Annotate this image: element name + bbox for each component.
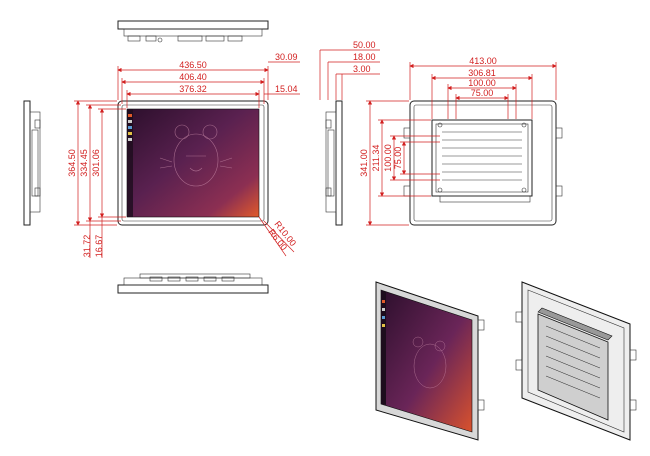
front-height-dimensions: 364.50 334.45 301.06 31.72 16.67 [67, 100, 126, 258]
rear-height-2: 211.34 [371, 145, 381, 172]
ubuntu-rat-logo-icon [159, 124, 233, 187]
bottom-view [117, 273, 269, 294]
front-width-middle: 406.40 [179, 72, 207, 82]
rear-width-3: 100.00 [468, 78, 496, 88]
side-depth-dimensions: 50.00 18.00 3.00 [319, 40, 380, 100]
front-width-dimensions: 436.50 406.40 376.32 30.09 15.04 [117, 52, 300, 108]
top-view [117, 20, 269, 43]
rear-width-1: 413.00 [469, 56, 497, 66]
front-width-outer: 436.50 [179, 60, 207, 70]
rear-height-4: 75.00 [393, 147, 403, 170]
rear-width-2: 306.81 [468, 68, 496, 78]
rear-height-1: 341.00 [359, 149, 369, 177]
front-bottom-offset-2: 16.67 [94, 235, 104, 258]
front-top-offset: 15.04 [275, 84, 298, 94]
front-height-outer: 364.50 [67, 149, 77, 177]
rear-width-dimensions: 413.00 306.81 100.00 75.00 [409, 56, 557, 119]
rear-height-3: 100.00 [383, 144, 393, 172]
side-depth-2: 18.00 [353, 52, 376, 62]
right-side-view [325, 100, 343, 226]
front-screen [126, 108, 260, 218]
rear-height-dimensions: 341.00 211.34 100.00 75.00 [359, 100, 440, 226]
left-side-view [23, 100, 41, 226]
front-right-offset: 30.09 [275, 52, 298, 62]
perspective-front-view [375, 281, 485, 441]
rear-width-4: 75.00 [471, 88, 494, 98]
front-height-inner: 301.06 [91, 149, 101, 177]
rear-view [403, 100, 563, 226]
corner-radius-callouts: R10.00 R6.00 [258, 216, 298, 257]
side-depth-3: 3.00 [353, 64, 371, 74]
front-bottom-offset-1: 31.72 [82, 235, 92, 258]
front-height-middle: 334.45 [79, 149, 89, 177]
front-width-inner: 376.32 [179, 84, 207, 94]
front-view [117, 100, 269, 226]
perspective-rear-view [515, 281, 637, 441]
side-depth-1: 50.00 [353, 40, 376, 50]
